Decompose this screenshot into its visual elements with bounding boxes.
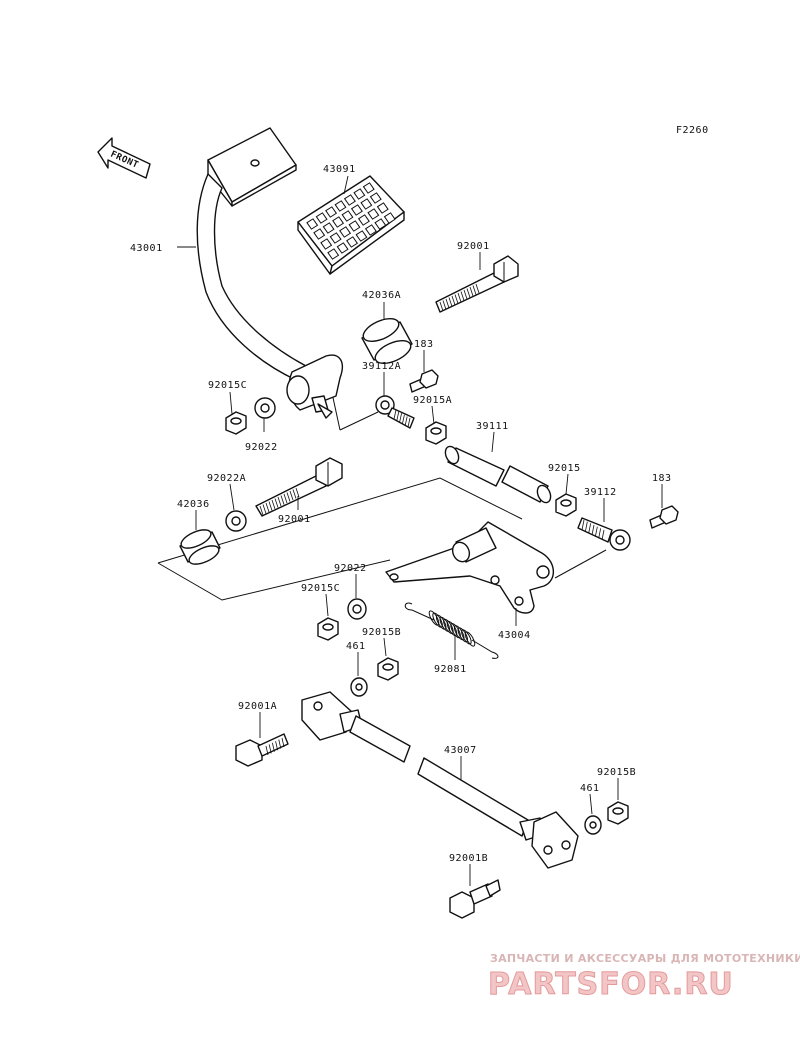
label-92081: 92081 bbox=[434, 664, 467, 675]
label-39112a: 39112A bbox=[362, 361, 401, 372]
label-92015c-top: 92015C bbox=[208, 380, 247, 391]
leader-lines bbox=[177, 175, 663, 886]
label-39112: 39112 bbox=[584, 487, 617, 498]
small-bolt-right bbox=[649, 505, 679, 529]
nut-upper-left bbox=[225, 411, 247, 435]
watermark-brand: PARTSFOR.RU bbox=[488, 967, 734, 1002]
brake-lever-bracket bbox=[385, 521, 554, 614]
nut-middle-right bbox=[555, 493, 577, 517]
label-92015c-mid: 92015C bbox=[301, 583, 340, 594]
part-labels: 43091 43001 92001 42036A 183 39112A 9201… bbox=[130, 164, 672, 864]
label-43001: 43001 bbox=[130, 243, 163, 254]
adjuster-rod bbox=[444, 445, 552, 504]
rod-end-upper bbox=[375, 395, 415, 429]
square-head-bolt-a bbox=[235, 733, 289, 767]
label-92015: 92015 bbox=[548, 463, 581, 474]
square-head-bolt-b bbox=[449, 879, 501, 919]
nut-lower-right bbox=[607, 801, 629, 825]
washer-middle bbox=[225, 510, 247, 532]
small-bolt-top bbox=[409, 369, 439, 393]
nut-lower-middle bbox=[377, 657, 399, 681]
rod-end-lower bbox=[577, 517, 631, 551]
front-arrow-icon: FRONT bbox=[97, 137, 151, 179]
label-92015b-bot: 92015B bbox=[597, 767, 636, 778]
pivot-bolt-middle bbox=[255, 457, 343, 517]
label-92022a: 92022A bbox=[207, 473, 246, 484]
label-92015a: 92015A bbox=[413, 395, 452, 406]
nut-upper-right bbox=[425, 421, 447, 445]
label-461-bot: 461 bbox=[580, 783, 600, 794]
pedal-rubber-pad bbox=[297, 175, 405, 275]
label-92022-top: 92022 bbox=[245, 442, 278, 453]
nut-lower-left bbox=[317, 617, 339, 641]
assembly-outline bbox=[157, 392, 607, 601]
figure-code: F2260 bbox=[676, 125, 709, 136]
washer-461-lower bbox=[584, 815, 602, 835]
label-42036a: 42036A bbox=[362, 290, 401, 301]
label-43007: 43007 bbox=[444, 745, 477, 756]
return-spring bbox=[404, 602, 499, 659]
washer-461-middle bbox=[350, 677, 368, 697]
pivot-sleeve-upper bbox=[361, 318, 413, 364]
watermark: ЗАПЧАСТИ И АКСЕССУАРЫ ДЛЯ МОТОТЕХНИКИ PA… bbox=[488, 952, 800, 1003]
label-183-right: 183 bbox=[652, 473, 672, 484]
watermark-tagline: ЗАПЧАСТИ И АКСЕССУАРЫ ДЛЯ МОТОТЕХНИКИ bbox=[490, 952, 800, 965]
label-461-mid: 461 bbox=[346, 641, 366, 652]
label-43091: 43091 bbox=[323, 164, 356, 175]
pivot-sleeve-lower bbox=[179, 529, 221, 565]
label-92001-mid: 92001 bbox=[278, 514, 311, 525]
label-92001a: 92001A bbox=[238, 701, 277, 712]
label-183-top: 183 bbox=[414, 339, 434, 350]
label-92022-mid: 92022 bbox=[334, 563, 367, 574]
label-39111: 39111 bbox=[476, 421, 509, 432]
pivot-bolt-top bbox=[435, 255, 519, 313]
label-92001-top: 92001 bbox=[457, 241, 490, 252]
label-92015b-mid: 92015B bbox=[362, 627, 401, 638]
label-42036: 42036 bbox=[177, 499, 210, 510]
label-43004: 43004 bbox=[498, 630, 531, 641]
washer-lower bbox=[347, 598, 367, 620]
washer-upper bbox=[254, 397, 276, 419]
label-92001b: 92001B bbox=[449, 853, 488, 864]
brake-rod bbox=[301, 691, 579, 869]
brake-pedal-arm bbox=[196, 127, 344, 419]
